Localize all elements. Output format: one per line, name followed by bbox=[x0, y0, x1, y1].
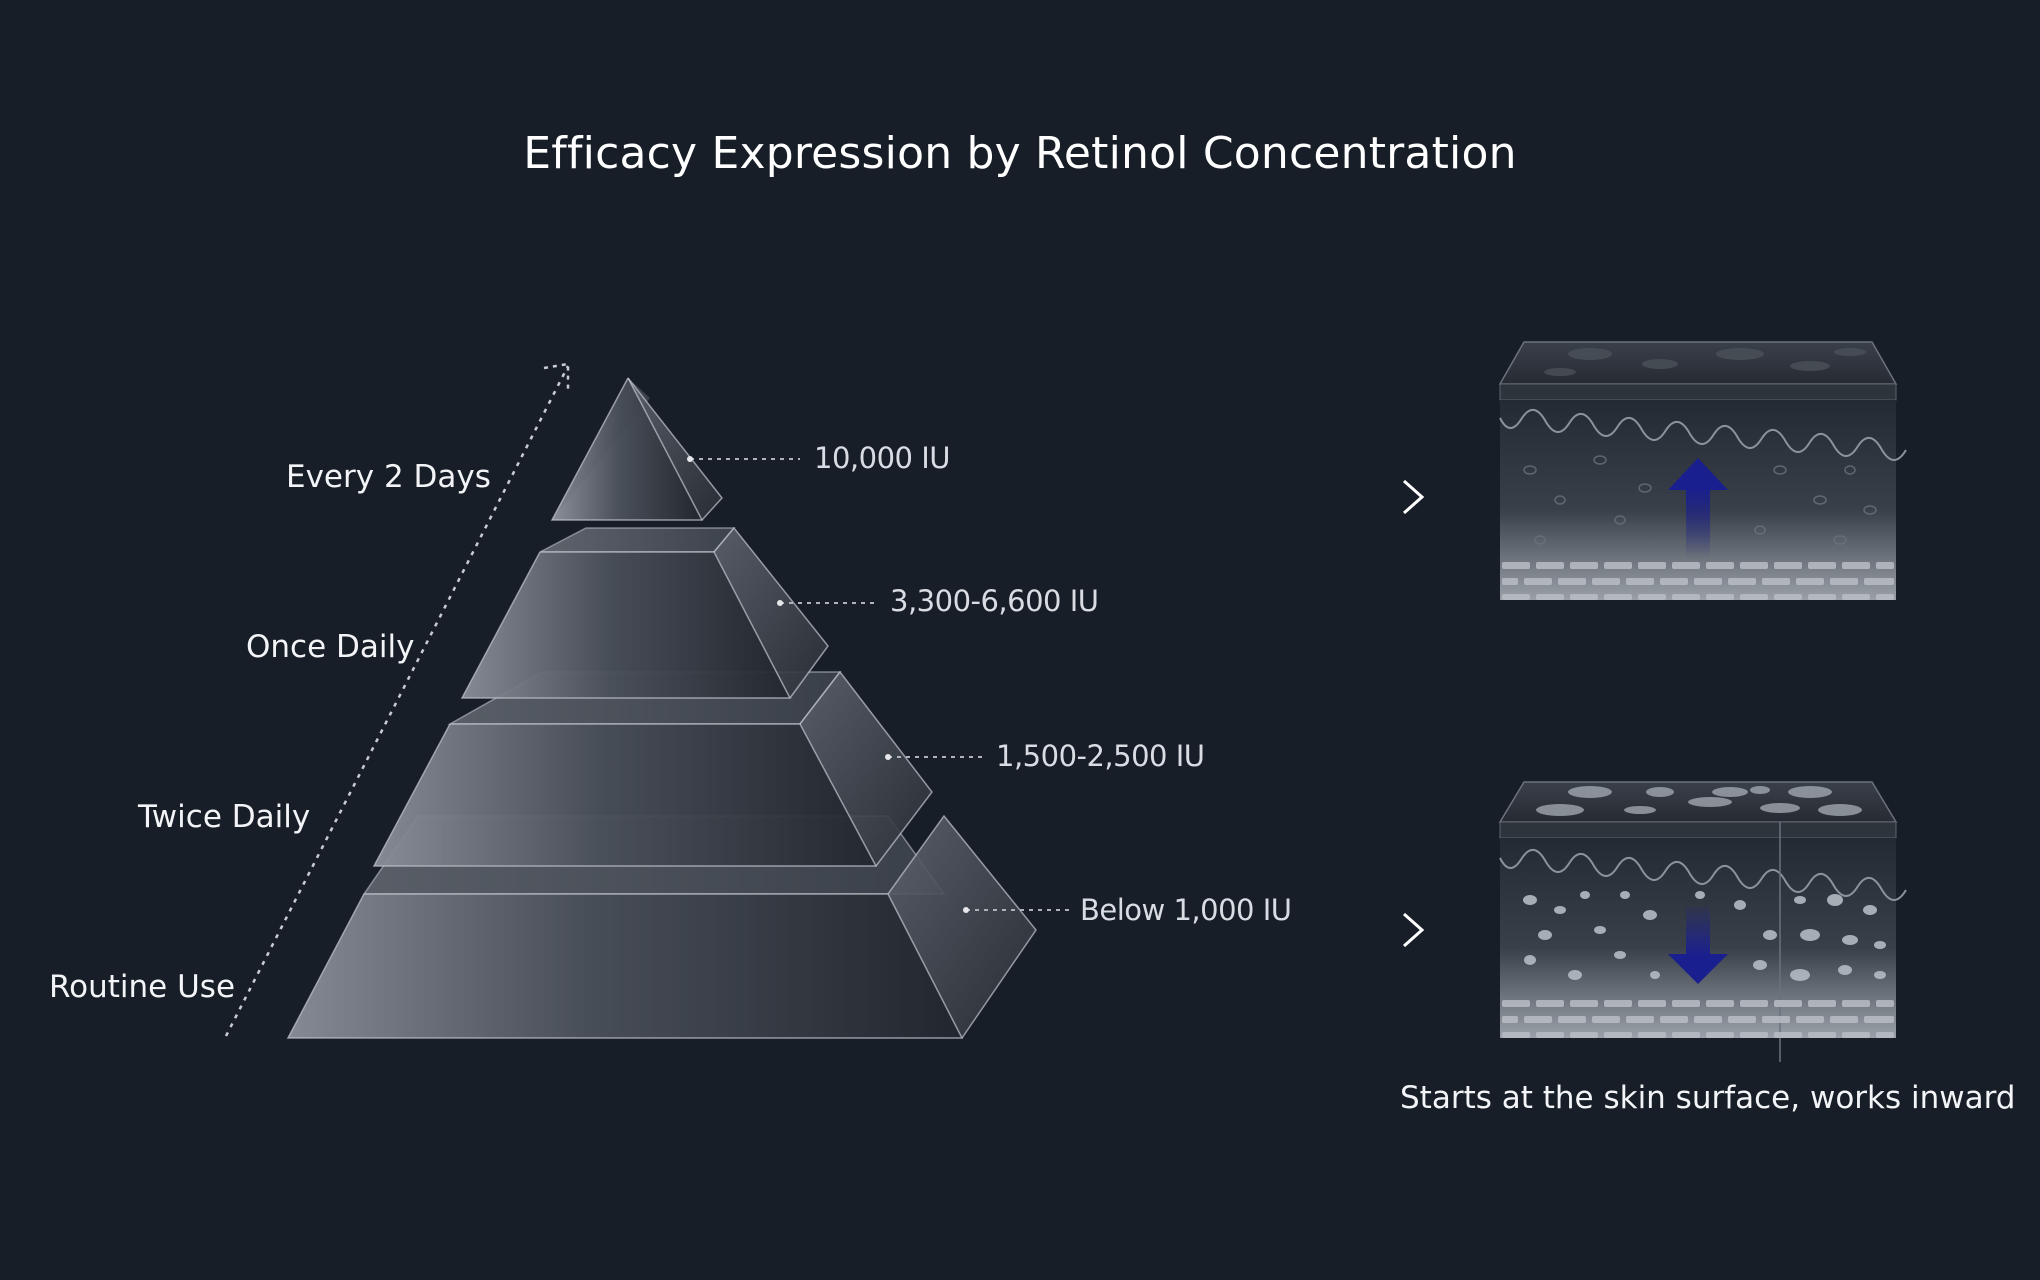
frequency-label-routine-use: Routine Use bbox=[49, 969, 236, 1005]
arrow-right-icon-bottom bbox=[1280, 912, 1425, 948]
concentration-label-below-1000: Below 1,000 IU bbox=[1080, 893, 1292, 927]
pyramid bbox=[286, 377, 1037, 1039]
pyramid-tier-once-daily bbox=[460, 526, 829, 699]
frequency-label-twice-daily: Twice Daily bbox=[138, 799, 311, 835]
concentration-label-3300-6600: 3,300-6,600 IU bbox=[890, 584, 1099, 618]
skin-cross-section-top bbox=[1498, 341, 1907, 600]
skin-caption: Starts at the skin surface, works inward bbox=[1400, 1080, 2016, 1116]
concentration-label-10000: 10,000 IU bbox=[814, 441, 950, 475]
frequency-label-every-2-days: Every 2 Days bbox=[286, 459, 491, 495]
skin-cross-section-bottom bbox=[1498, 781, 1907, 1062]
arrow-right-icon-top bbox=[1280, 479, 1425, 515]
pyramid-tier-every-2-days bbox=[550, 377, 723, 521]
leader-dots bbox=[687, 456, 969, 913]
concentration-label-1500-2500: 1,500-2,500 IU bbox=[996, 739, 1205, 773]
arrow-down-icon bbox=[1668, 906, 1728, 984]
arrow-up-icon bbox=[1668, 458, 1728, 558]
frequency-label-once-daily: Once Daily bbox=[246, 629, 415, 665]
page-title: Efficacy Expression by Retinol Concentra… bbox=[523, 128, 1517, 179]
leader-lines bbox=[690, 458, 1074, 911]
pyramid-tier-twice-daily bbox=[372, 670, 933, 867]
